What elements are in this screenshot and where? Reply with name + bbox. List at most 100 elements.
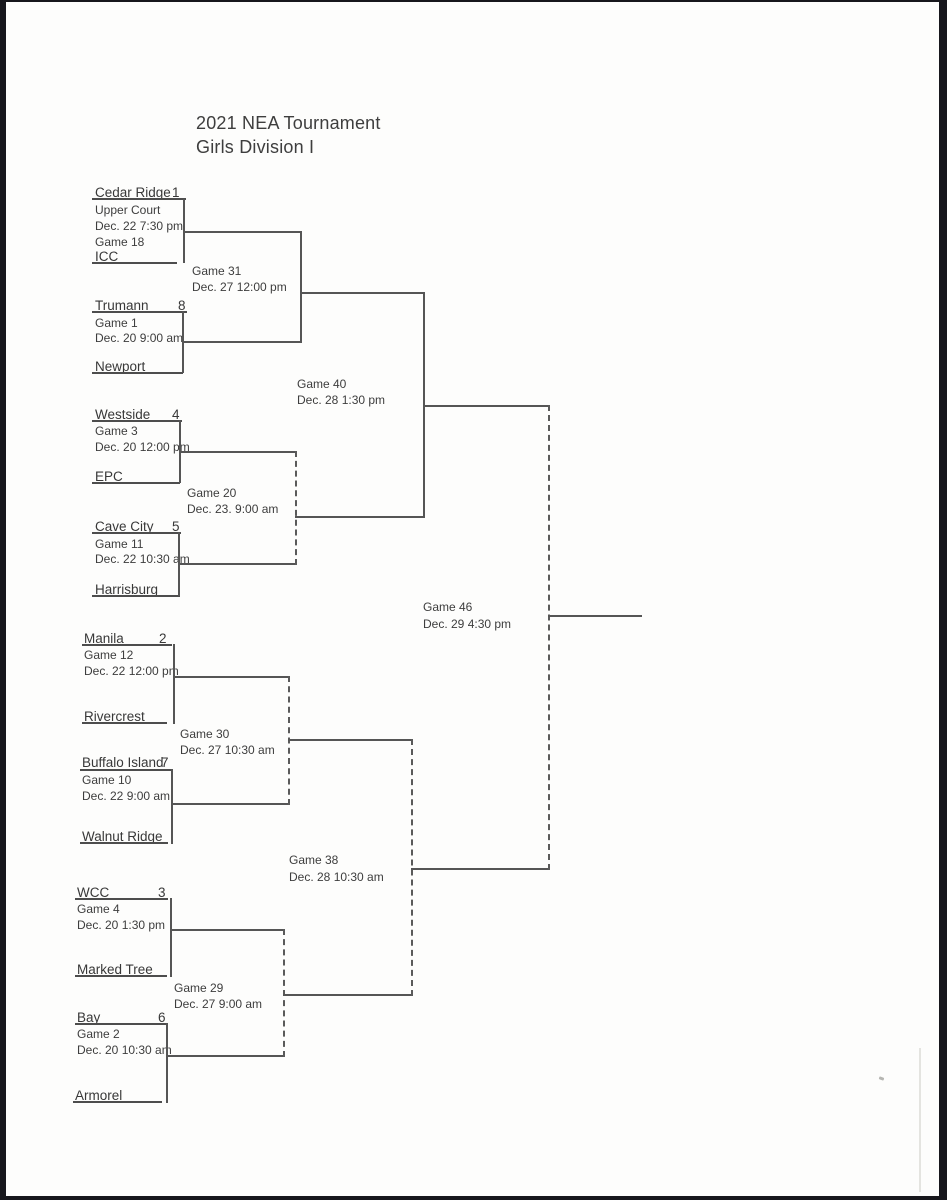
- game-number: Game 1: [95, 316, 138, 330]
- scan-edge-top: [0, 0, 947, 2]
- game-datetime: Dec. 22 9:00 am: [82, 789, 171, 803]
- team-underline: [73, 1101, 162, 1103]
- bracket-line: [411, 868, 548, 870]
- bracket-line: [170, 898, 172, 977]
- bracket-line: [288, 739, 413, 741]
- team-name: Bay: [77, 1010, 101, 1025]
- bracket-line: [183, 231, 301, 233]
- team-name: Harrisburg: [95, 582, 159, 597]
- team-name: Cedar Ridge: [95, 185, 171, 200]
- bracket-line: [173, 676, 289, 678]
- seed-number: 2: [159, 631, 167, 646]
- game-number: Game 38: [289, 853, 339, 867]
- game-datetime: Dec. 22 7:30 pm: [95, 219, 184, 233]
- game-number: Game 18: [95, 235, 145, 249]
- team-underline: [92, 198, 186, 200]
- tournament-title-line1: 2021 NEA Tournament: [196, 113, 381, 133]
- team-name: ICC: [95, 249, 119, 264]
- bracket-line: [170, 929, 284, 931]
- seed-number: 8: [178, 298, 186, 313]
- bracket-line: [423, 405, 549, 407]
- game-number: Game 10: [82, 773, 132, 787]
- game-number: Game 29: [174, 981, 224, 995]
- game-datetime: Dec. 27 10:30 am: [180, 743, 275, 757]
- game-number: Game 20: [187, 486, 237, 500]
- game-datetime: Dec. 28 10:30 am: [289, 870, 384, 884]
- team-name: Manila: [84, 631, 124, 646]
- bracket-line: [179, 451, 296, 453]
- team-name: EPC: [95, 469, 123, 484]
- game-number: Game 4: [77, 902, 120, 916]
- seed-number: 4: [172, 407, 180, 422]
- game-datetime: Dec. 27 12:00 pm: [192, 280, 287, 294]
- game-number: Game 2: [77, 1027, 120, 1041]
- team-name: Westside: [95, 407, 151, 422]
- game-number: Game 46: [423, 600, 473, 614]
- team-underline: [80, 769, 172, 771]
- game-datetime: Dec. 20 10:30 am: [77, 1043, 172, 1057]
- game-datetime: Dec. 29 4:30 pm: [423, 617, 512, 631]
- seed-number: 6: [158, 1010, 166, 1025]
- champion-line: [548, 615, 642, 617]
- game-datetime: Dec. 20 1:30 pm: [77, 918, 166, 932]
- team-underline: [92, 262, 177, 264]
- scan-edge-left: [0, 0, 6, 1200]
- court-note: Upper Court: [95, 203, 161, 217]
- bracket-line: [166, 1055, 284, 1057]
- team-name: Trumann: [95, 298, 149, 313]
- game-datetime: Dec. 28 1:30 pm: [297, 393, 386, 407]
- scan-edge-bottom: [0, 1196, 947, 1200]
- bracket-line: [182, 341, 301, 343]
- team-underline: [92, 311, 187, 313]
- team-name: Buffalo Island: [82, 755, 164, 770]
- tournament-title: 2021 NEA Tournament Girls Division I: [196, 111, 381, 159]
- bracket-line: [300, 292, 424, 294]
- team-name: Rivercrest: [84, 709, 145, 724]
- team-underline: [75, 1023, 168, 1025]
- team-name: Marked Tree: [77, 962, 153, 977]
- bracket-line: [171, 803, 289, 805]
- bracket-line: [173, 644, 175, 724]
- team-name: WCC: [77, 885, 110, 900]
- seed-number: 7: [161, 755, 169, 770]
- scan-speck: [878, 1076, 885, 1081]
- seed-number: 3: [158, 885, 166, 900]
- bracket-line: [548, 405, 550, 870]
- bracket-line: [283, 929, 285, 1057]
- bracket-line: [283, 994, 412, 996]
- team-name: Cave City: [95, 519, 154, 534]
- team-name: Walnut Ridge: [82, 829, 163, 844]
- bracket-line: [171, 769, 173, 844]
- team-underline: [82, 722, 167, 724]
- game-datetime: Dec. 27 9:00 am: [174, 997, 263, 1011]
- bracket-line: [295, 451, 297, 565]
- bracket-line: [166, 1023, 168, 1103]
- bracket-line: [300, 231, 302, 343]
- team-underline: [92, 482, 180, 484]
- team-name: Newport: [95, 359, 146, 374]
- bracket-line: [178, 563, 296, 565]
- team-underline: [80, 842, 168, 844]
- game-datetime: Dec. 22 12:00 pm: [84, 664, 179, 678]
- seed-number: 5: [172, 519, 180, 534]
- team-underline: [82, 644, 172, 646]
- bracket-line: [411, 739, 413, 996]
- game-number: Game 30: [180, 727, 230, 741]
- team-underline: [92, 372, 183, 374]
- page-fold-shadow: [919, 1048, 921, 1192]
- seed-number: 1: [172, 185, 180, 200]
- game-datetime: Dec. 20 9:00 am: [95, 331, 184, 345]
- game-number: Game 12: [84, 648, 134, 662]
- team-underline: [75, 975, 167, 977]
- game-datetime: Dec. 23. 9:00 am: [187, 502, 279, 516]
- team-underline: [75, 898, 168, 900]
- game-datetime: Dec. 22 10:30 am: [95, 552, 190, 566]
- team-underline: [92, 595, 180, 597]
- bracket-line: [295, 516, 424, 518]
- scan-edge-right: [939, 0, 947, 1200]
- game-number: Game 11: [95, 537, 144, 551]
- game-number: Game 3: [95, 424, 138, 438]
- game-datetime: Dec. 20 12:00 pm: [95, 440, 190, 454]
- team-underline: [92, 532, 181, 534]
